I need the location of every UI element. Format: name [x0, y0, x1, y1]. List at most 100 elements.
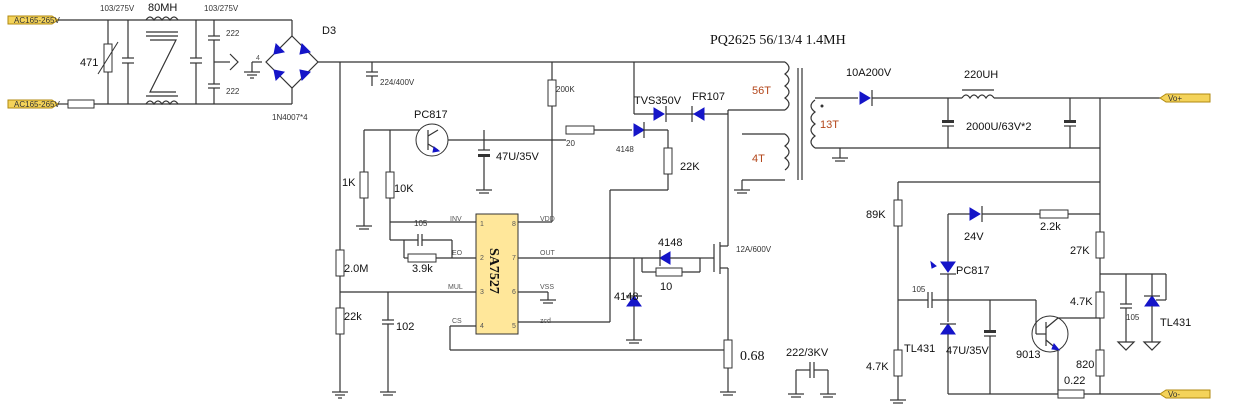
label-tvs: TVS350V — [634, 95, 682, 107]
label-2-2k: 2.2k — [1040, 221, 1061, 233]
label-pc817-a: PC817 — [414, 109, 448, 121]
label-transformer: PQ2625 56/13/4 1.4MH — [710, 33, 846, 48]
svg-text:7: 7 — [512, 255, 516, 262]
label-224-400v: 224/400V — [380, 78, 415, 87]
label-9013: 9013 — [1016, 349, 1040, 361]
label-0-22: 0.22 — [1064, 375, 1085, 387]
label-105-b: 105 — [912, 285, 926, 294]
label-27k: 27K — [1070, 245, 1090, 257]
label-10k: 10K — [394, 183, 414, 195]
ac-input-bottom: AC165-265V — [7, 99, 292, 109]
svg-text:VDD: VDD — [540, 216, 555, 223]
varistor-471: 471 — [80, 20, 119, 104]
label-47u-b: 47U/35V — [946, 345, 989, 357]
svg-text:CS: CS — [452, 318, 462, 325]
x-capacitor-1 — [122, 20, 134, 104]
label-820: 820 — [1076, 359, 1094, 371]
label-3-9k: 3.9k — [412, 263, 433, 275]
label-1n4007: 1N4007*4 — [272, 113, 308, 122]
label-12a600v: 12A/600V — [736, 245, 772, 254]
label-47u-a: 47U/35V — [496, 151, 539, 163]
output-bottom-label: Vo- — [1168, 390, 1180, 399]
svg-text:2: 2 — [480, 255, 484, 262]
ac-input-top: AC165-265V — [7, 15, 292, 25]
svg-text:3: 3 — [480, 289, 484, 296]
label-fr107: FR107 — [692, 91, 725, 103]
resistor-20: 20 — [565, 125, 632, 148]
svg-text:INV: INV — [450, 216, 462, 223]
optocoupler-primary: PC817 1K 10K — [342, 109, 566, 240]
aux-capacitor-47u: 47U/35V — [476, 130, 539, 194]
label-222a: 222 — [226, 29, 240, 38]
label-4-7k-a: 4.7K — [866, 361, 889, 373]
output-terminal-top: Vo+ — [1159, 93, 1211, 103]
mul-divider: 2.0M 22k — [332, 62, 476, 399]
label-222-3kv: 222/3KV — [786, 347, 829, 359]
ac-input-bottom-label: AC165-265V — [14, 100, 60, 109]
label-1k: 1K — [342, 177, 356, 189]
bridge-rectifier: D3 1N4007*4 — [265, 20, 340, 122]
label-l1: 80MH — [148, 2, 177, 14]
label-tl431-b: TL431 — [1160, 317, 1191, 329]
output-top-label: Vo+ — [1168, 94, 1182, 103]
secondary-output: 10A200V 220UH 2000U/63V*2 — [815, 67, 1160, 162]
label-4-7k-b: 4.7K — [1070, 296, 1093, 308]
capacitor-102: 102 — [380, 292, 414, 396]
label-105-a: 105 — [414, 219, 428, 228]
svg-text:zcd: zcd — [540, 318, 551, 325]
label-c2: 103/275V — [204, 4, 239, 13]
bulk-capacitor: 224/400V — [366, 62, 415, 87]
svg-text:5: 5 — [512, 323, 516, 330]
svg-text:1: 1 — [480, 221, 484, 228]
feedback-network: 27K 4.7K 820 89K 4.7K 24V 2.2k PC817 TL4… — [866, 98, 1191, 404]
label-220uh: 220UH — [964, 69, 998, 81]
ground-symbol-input: 4 — [244, 55, 262, 79]
label-89k: 89K — [866, 209, 886, 221]
label-13t: 13T — [820, 119, 839, 131]
label-4148-c: 4148 — [614, 291, 638, 303]
output-terminal-bottom: Vo- — [1159, 389, 1211, 399]
label-22k-a: 22K — [680, 161, 700, 173]
label-pc817-b: PC817 — [956, 265, 990, 277]
ac-input-top-label: AC165-265V — [14, 16, 60, 25]
svg-text:8: 8 — [512, 221, 516, 228]
svg-text:6: 6 — [512, 289, 516, 296]
x-capacitor-2 — [190, 20, 202, 104]
label-105-c: 105 — [1126, 313, 1140, 322]
label-222b: 222 — [226, 87, 240, 96]
svg-text:4: 4 — [480, 323, 484, 330]
label-10a200v: 10A200V — [846, 67, 892, 79]
label-22k-b: 22k — [344, 311, 362, 323]
label-tl431-a: TL431 — [904, 343, 935, 355]
svg-text:MUL: MUL — [448, 284, 463, 291]
label-2m: 2.0M — [344, 263, 368, 275]
y-capacitor-3kv: 222/3KV — [786, 347, 836, 398]
label-102: 102 — [396, 321, 414, 333]
label-4t: 4T — [752, 153, 765, 165]
mosfet: 12A/600V 0.68 — [713, 240, 772, 396]
gate-drive: 4148 10 4148 — [614, 237, 714, 344]
label-ic: SA7527 — [486, 248, 501, 294]
resistor-200k: 200K — [547, 62, 575, 222]
label-2000u: 2000U/63V*2 — [966, 121, 1031, 133]
y-capacitors-222: 222 222 — [208, 20, 240, 104]
svg-text:VSS: VSS — [540, 284, 554, 291]
common-mode-choke — [145, 16, 179, 106]
svg-text:OUT: OUT — [540, 250, 556, 257]
svg-text:4: 4 — [256, 55, 260, 62]
label-c1: 103/275V — [100, 4, 135, 13]
svg-text:EO: EO — [452, 250, 463, 257]
compensation-network: 105 3.9k — [390, 219, 476, 275]
label-d3: D3 — [322, 25, 336, 37]
label-10: 10 — [660, 281, 672, 293]
controller-ic: SA7527 1 2 3 4 8 7 6 5 INV EO MUL CS VDD… — [448, 213, 642, 335]
label-20: 20 — [566, 139, 575, 148]
label-200k: 200K — [556, 85, 575, 94]
transformer: PQ2625 56/13/4 1.4MH 56T 4T 13T — [710, 33, 846, 240]
label-4148-a: 4148 — [616, 145, 634, 154]
snubber: TVS350V FR107 — [633, 62, 728, 122]
diode-4148-aux: 4148 22K — [518, 122, 700, 323]
label-24v: 24V — [964, 231, 984, 243]
label-471: 471 — [80, 57, 98, 69]
